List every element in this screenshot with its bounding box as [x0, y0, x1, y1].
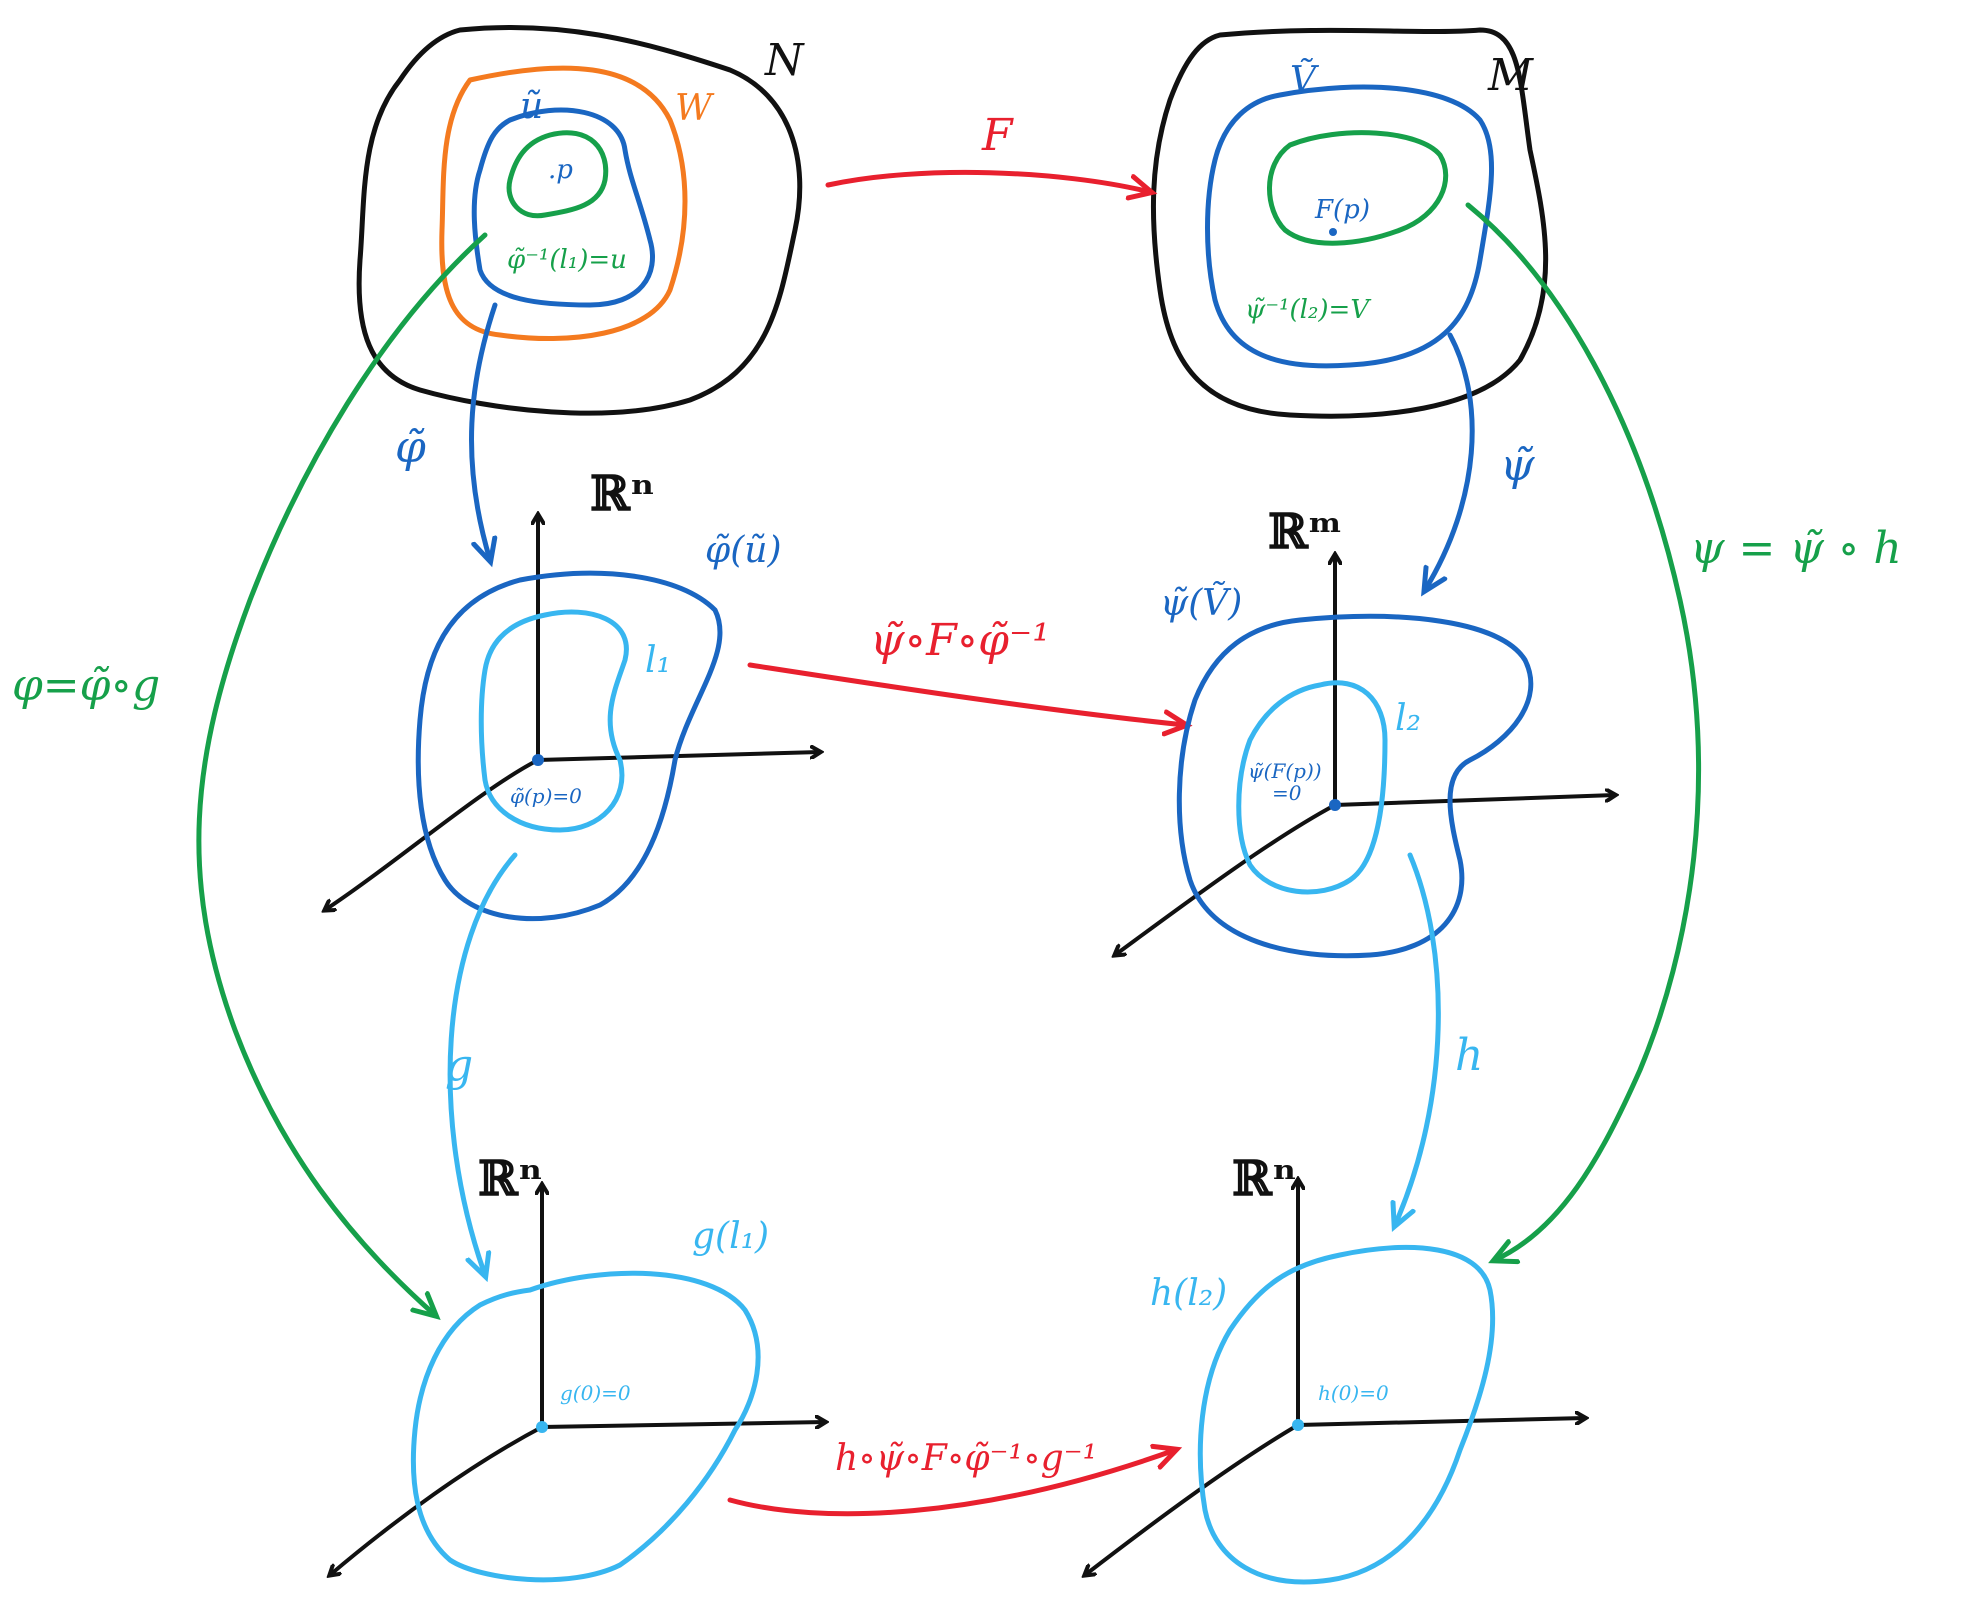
label-psi-fp-zero: =0 [1272, 781, 1302, 805]
label-map-psi-tilde: ψ̃ [1500, 440, 1535, 491]
label-map-f: F [981, 110, 1014, 161]
label-map-phi-tilde: φ̃ [395, 422, 426, 473]
axis-depth [325, 758, 539, 910]
open-set-v-tilde [1205, 84, 1494, 369]
label-l2: l₂ [1395, 698, 1421, 739]
chart-domain-left: ℝⁿ φ̃(ũ) l₁ φ̃(p)=0 [325, 466, 820, 922]
label-point-p: .p [548, 155, 573, 185]
arrow-f [825, 169, 1150, 192]
label-middle-composite: ψ̃∘F∘φ̃⁻¹ [870, 615, 1050, 666]
arrow-phi [196, 232, 488, 1315]
chart-domain-right: ℝᵐ ψ̃(Ṽ) l₂ ψ̃(F(p)) =0 [1115, 504, 1615, 959]
origin-point [1329, 799, 1341, 811]
axis-depth [1085, 1423, 1300, 1575]
label-rm: ℝᵐ [1268, 504, 1343, 560]
open-set-v [1267, 130, 1449, 246]
label-v-tilde: Ṽ [1290, 59, 1320, 101]
arrow-psi-tilde [1425, 332, 1475, 590]
origin-point [1292, 1419, 1304, 1431]
open-set-u [506, 130, 609, 219]
label-rn-bottom-right: ℝⁿ [1232, 1151, 1297, 1207]
manifold-m: M Ṽ F(p) ψ̃⁻¹(l₂)=V [1150, 27, 1549, 419]
region-g-l1 [410, 1270, 761, 1583]
label-psi-fp: ψ̃(F(p)) [1248, 759, 1322, 783]
axis-depth [330, 1425, 543, 1575]
arrow-transition-map [747, 662, 1185, 725]
region-phi-u-tilde [415, 570, 723, 922]
arrow-psi [1465, 202, 1701, 1260]
label-phi-u-tilde: φ̃(ũ) [705, 530, 781, 571]
label-phi-p-zero: φ̃(p)=0 [510, 784, 582, 808]
label-g0: g(0)=0 [560, 1381, 631, 1405]
axis-horizontal [1297, 1418, 1585, 1427]
label-rn-bottom-left: ℝⁿ [478, 1151, 543, 1207]
arrow-coordinate-representation [727, 1450, 1175, 1517]
origin-point [532, 754, 544, 766]
label-rn-top: ℝⁿ [590, 466, 655, 522]
region-l1 [478, 609, 629, 833]
manifold-n-outline [356, 24, 803, 416]
label-h0: h(0)=0 [1318, 1381, 1389, 1405]
label-u-tilde: ũ [520, 86, 543, 127]
label-w: W [675, 88, 715, 129]
label-m: M [1487, 50, 1534, 101]
region-psi-v-tilde [1176, 613, 1534, 959]
arrow-g [447, 852, 518, 1275]
chart-image-left: ℝⁿ g(l₁) g(0)=0 [330, 1151, 825, 1583]
arrow-h [1395, 852, 1441, 1225]
label-psi-equation: ψ = ψ̃ ∘ h [1690, 523, 1902, 574]
chart-image-right: ℝⁿ h(l₂) h(0)=0 [1085, 1151, 1585, 1585]
axis-horizontal [1334, 795, 1615, 807]
label-n: N [764, 35, 805, 86]
label-f-of-p: F(p) [1314, 195, 1370, 225]
label-g-l1: g(l₁) [692, 1216, 769, 1257]
region-h-l2 [1197, 1244, 1496, 1585]
manifold-n: N W ũ .p φ̃⁻¹(l₁)=u [356, 24, 805, 416]
open-set-w [439, 65, 688, 341]
label-map-h: h [1455, 1030, 1483, 1081]
point-f-of-p [1329, 228, 1337, 236]
axis-horizontal [537, 752, 820, 762]
label-v-definition: ψ̃⁻¹(l₂)=V [1245, 295, 1371, 325]
open-set-u-tilde [471, 107, 655, 308]
axis-depth [1115, 803, 1336, 955]
label-h-l2: h(l₂) [1150, 1273, 1227, 1314]
axis-horizontal [541, 1422, 825, 1427]
label-phi-equation: φ=φ̃∘g [12, 660, 160, 711]
region-l2 [1236, 680, 1388, 895]
arrow-phi-tilde [469, 302, 498, 560]
label-map-g: g [445, 1040, 473, 1091]
origin-point [536, 1421, 548, 1433]
label-l1: l₁ [645, 640, 671, 681]
label-u-definition: φ̃⁻¹(l₁)=u [507, 245, 627, 275]
label-psi-v-tilde: ψ̃(Ṽ) [1160, 582, 1242, 624]
label-bottom-composite: h∘ψ̃∘F∘φ̃⁻¹∘g⁻¹ [835, 1438, 1097, 1479]
